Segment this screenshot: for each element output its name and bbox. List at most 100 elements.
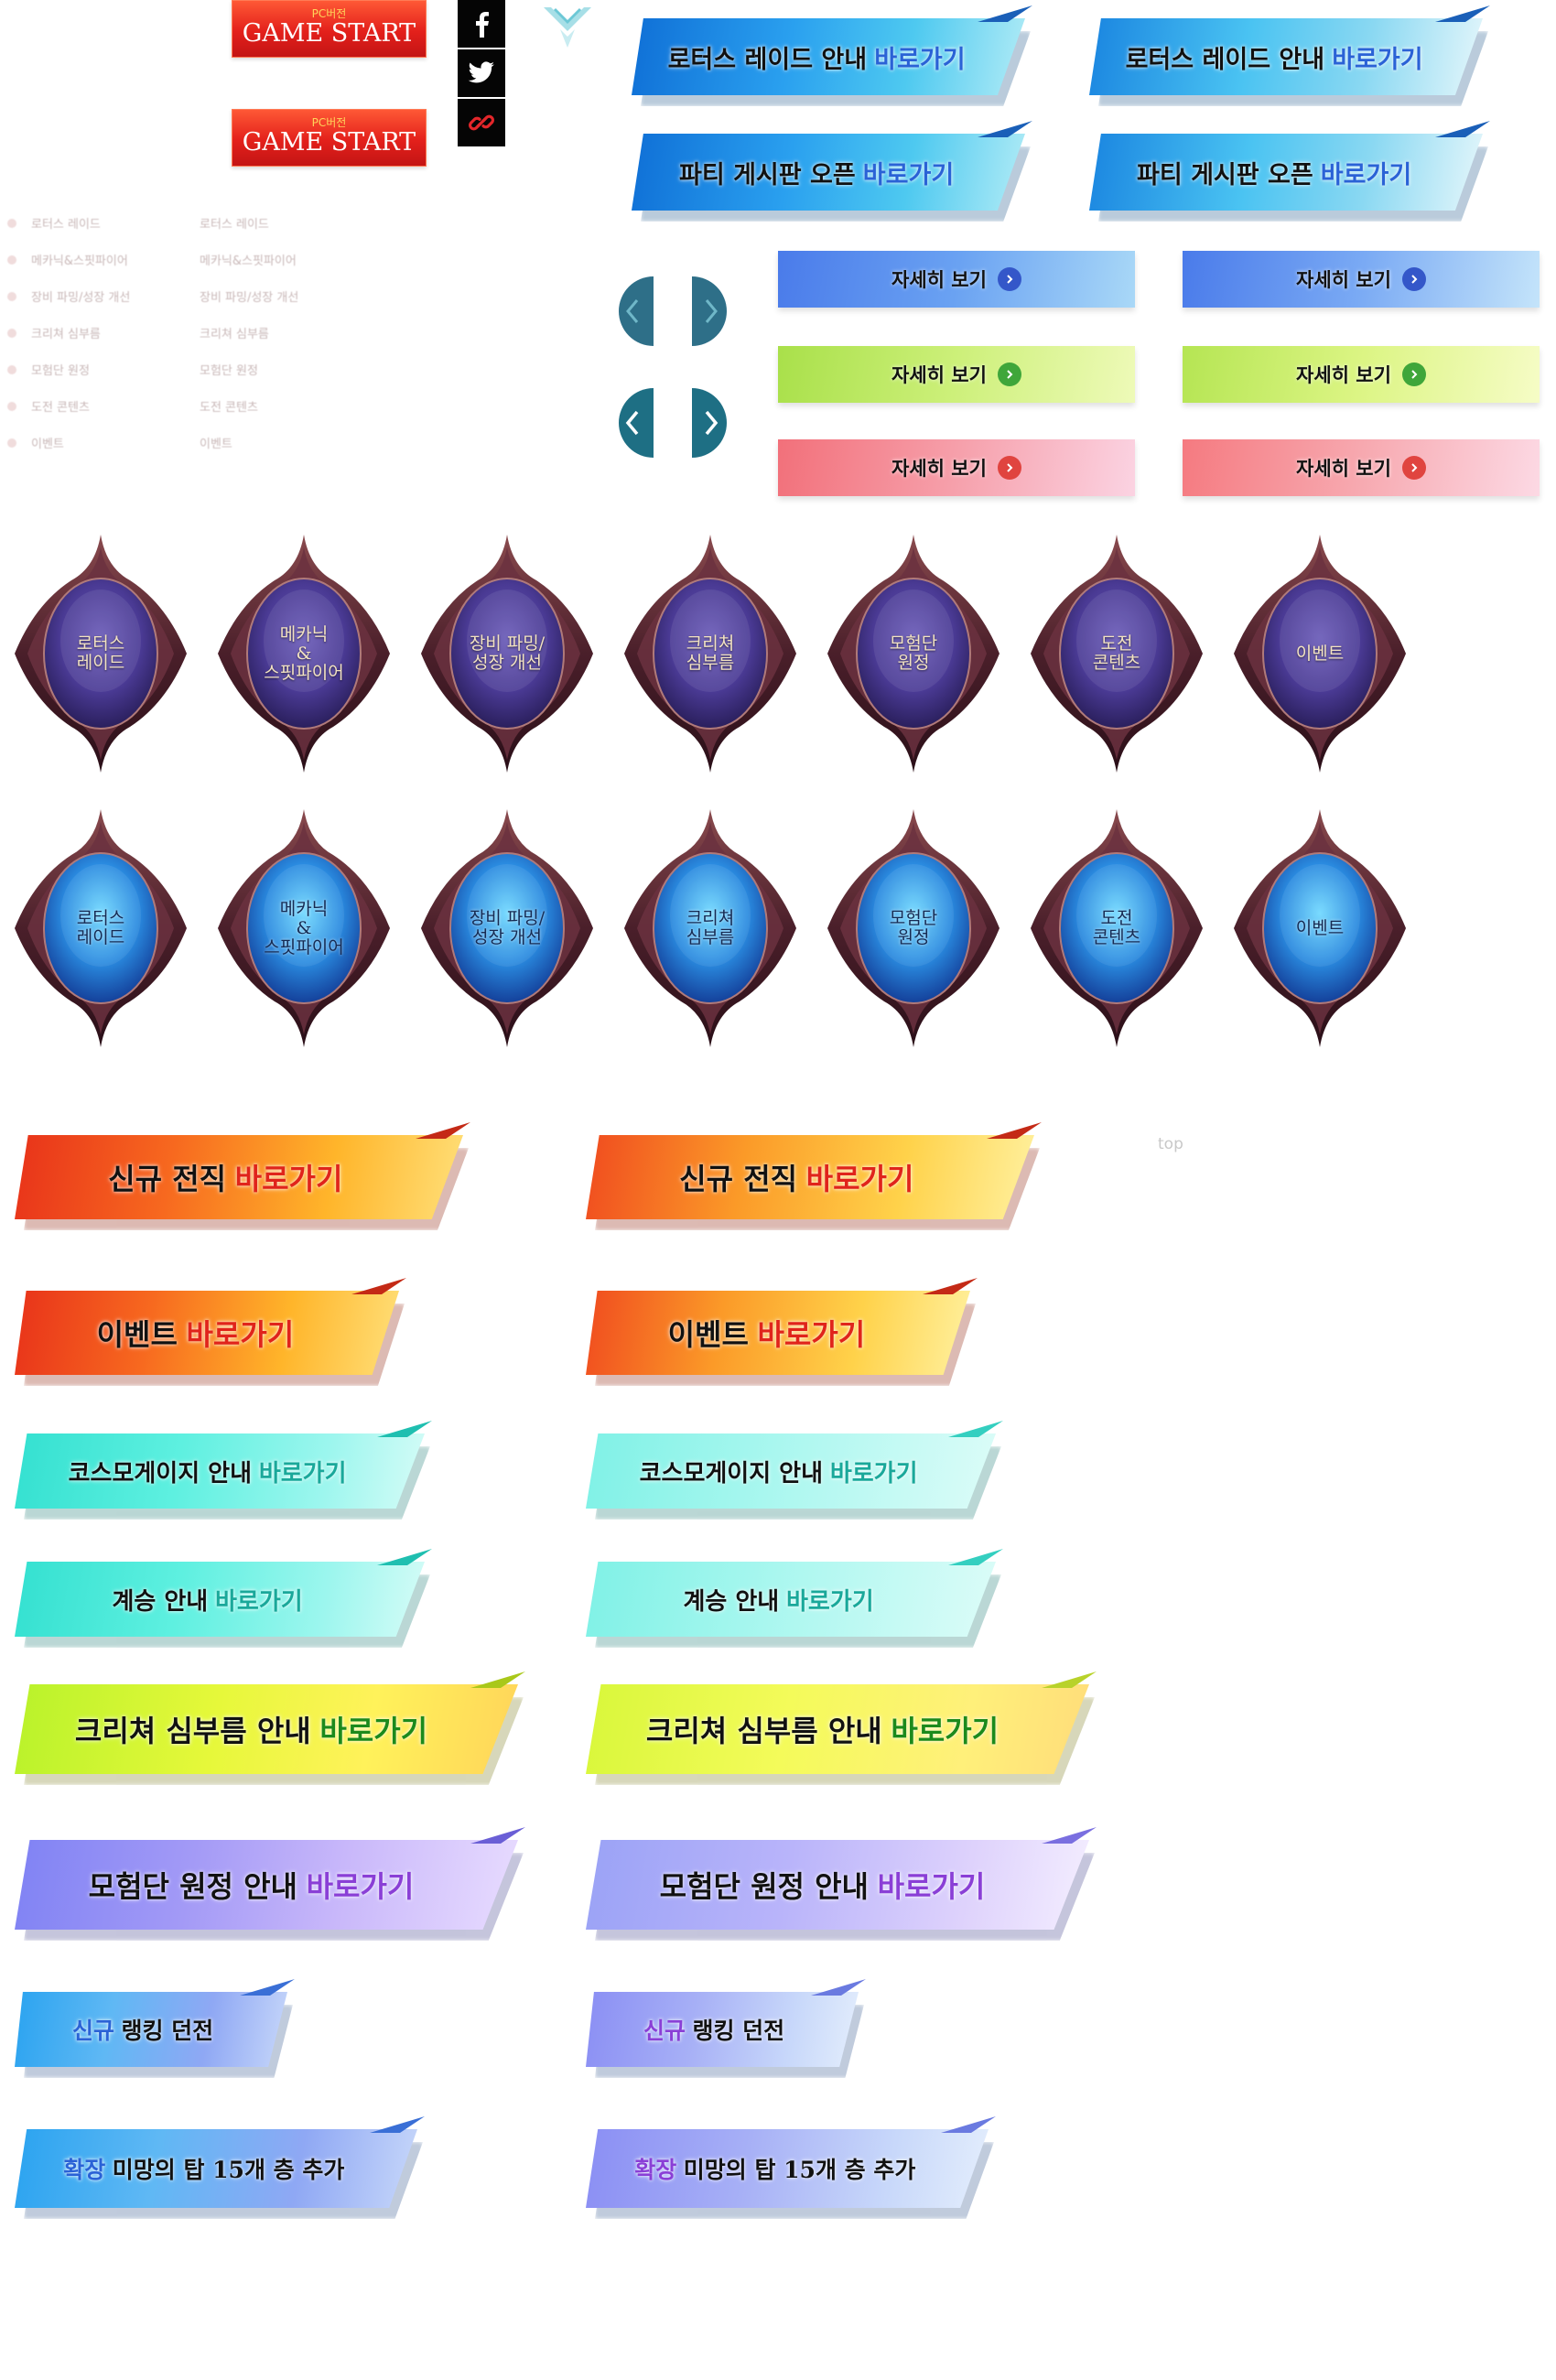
- menu-bullet: [7, 329, 16, 338]
- banner-highlight: 바로가기: [258, 1459, 347, 1488]
- banner-highlight: 바로가기: [829, 1459, 918, 1488]
- banner-text: 코스모게이지 안내: [68, 1459, 253, 1488]
- gem-button-active-2[interactable]: 메카닉 & 스핏파이어: [214, 806, 394, 1051]
- banner-text: 신규 전직: [679, 1162, 798, 1196]
- detail-button-pink-2[interactable]: 자세히 보기: [1183, 439, 1540, 496]
- banner-highlight: 바로가기: [785, 1587, 874, 1616]
- detail-button-blue-1[interactable]: 자세히 보기: [778, 251, 1135, 308]
- detail-button-pink-1[interactable]: 자세히 보기: [778, 439, 1135, 496]
- gem-button-active-1[interactable]: 로터스 레이드: [11, 806, 190, 1051]
- banner-highlight: 바로가기: [234, 1162, 343, 1196]
- prev-arrow-button[interactable]: [613, 276, 654, 346]
- banner-highlight: 바로가기: [877, 1869, 986, 1904]
- gem-button-active-3[interactable]: 장비 파밍/ 성장 개선: [417, 806, 597, 1051]
- gem-button-4[interactable]: 크리쳐 심부름: [621, 531, 800, 776]
- side-menu-item[interactable]: 장비 파밍/성장 개선: [200, 291, 299, 305]
- side-menu-item[interactable]: 메카닉&스핏파이어: [200, 254, 297, 268]
- detail-button-green-1[interactable]: 자세히 보기: [778, 346, 1135, 403]
- side-menu-item[interactable]: 크리쳐 심부름: [200, 328, 269, 341]
- next-arrow-button-active[interactable]: [692, 388, 732, 458]
- gem-label: 이벤트: [1295, 643, 1345, 664]
- gem-label: 로터스 레이드: [76, 633, 125, 673]
- gem-label: 메카닉 & 스핏파이어: [264, 898, 344, 957]
- menu-bullet: [7, 292, 16, 301]
- gem-button-active-7[interactable]: 이벤트: [1230, 806, 1410, 1051]
- gem-button-2[interactable]: 메카닉 & 스핏파이어: [214, 531, 394, 776]
- arrow-right-icon: [997, 362, 1021, 386]
- banner-text: 미망의 탑 15개 층 추가: [683, 2157, 916, 2183]
- banner-highlight: 확장: [63, 2157, 106, 2183]
- scroll-down-chevron-icon[interactable]: [540, 0, 595, 51]
- banner-highlight: 바로가기: [306, 1869, 415, 1904]
- link-icon: [469, 114, 494, 131]
- gem-label: 크리쳐 심부름: [686, 633, 735, 673]
- purple-gem-icon: [624, 535, 796, 773]
- detail-button-green-2[interactable]: 자세히 보기: [1183, 346, 1540, 403]
- prev-arrow-button-active[interactable]: [613, 388, 654, 458]
- gem-button-1[interactable]: 로터스 레이드: [11, 531, 190, 776]
- gem-label: 크리쳐 심부름: [686, 908, 735, 947]
- gem-button-5[interactable]: 모험단 원정: [824, 531, 1003, 776]
- banner-text: 크리쳐 심부름 안내: [645, 1714, 882, 1748]
- side-menu-item[interactable]: 이벤트: [200, 438, 232, 451]
- link-copy-button[interactable]: [458, 99, 505, 146]
- purple-gem-icon: [827, 535, 1000, 773]
- banner-highlight: 확장: [634, 2157, 677, 2183]
- gem-button-active-6[interactable]: 도전 콘텐츠: [1027, 806, 1206, 1051]
- game-start-button-1[interactable]: PC버전 GAME START: [232, 0, 427, 58]
- banner-highlight: 바로가기: [757, 1317, 866, 1352]
- side-menu-item[interactable]: 로터스 레이드: [200, 218, 269, 232]
- side-menu-item[interactable]: 모험단 원정: [200, 364, 258, 378]
- banner-text: 모험단 원정 안내: [659, 1869, 869, 1904]
- gem-button-7[interactable]: 이벤트: [1230, 531, 1410, 776]
- gem-label: 모험단 원정: [889, 633, 938, 673]
- gem-button-active-4[interactable]: 크리쳐 심부름: [621, 806, 800, 1051]
- blue-gem-icon: [1031, 809, 1203, 1047]
- blue-gem-icon: [1234, 809, 1406, 1047]
- side-menu-item[interactable]: 도전 콘텐츠: [200, 401, 258, 415]
- game-start-button-2[interactable]: PC버전 GAME START: [232, 109, 427, 167]
- gem-button-3[interactable]: 장비 파밍/ 성장 개선: [417, 531, 597, 776]
- top-link[interactable]: top: [1158, 1135, 1183, 1153]
- banner-highlight: 바로가기: [805, 1162, 914, 1196]
- banner-highlight: 신규: [71, 2018, 114, 2044]
- purple-gem-icon: [1234, 535, 1406, 773]
- gem-button-active-5[interactable]: 모험단 원정: [824, 806, 1003, 1051]
- gem-button-6[interactable]: 도전 콘텐츠: [1027, 531, 1206, 776]
- detail-button-blue-2[interactable]: 자세히 보기: [1183, 251, 1540, 308]
- next-arrow-button[interactable]: [692, 276, 732, 346]
- banner-highlight: 신규: [643, 2018, 686, 2044]
- banner-text: 미망의 탑 15개 층 추가: [112, 2157, 345, 2183]
- twitter-share-button[interactable]: [458, 49, 505, 97]
- banner-text: 랭킹 던전: [692, 2018, 785, 2044]
- blue-gem-icon: [827, 809, 1000, 1047]
- blue-gem-icon: [15, 809, 187, 1047]
- menu-bullet: [7, 402, 16, 411]
- facebook-share-button[interactable]: [458, 0, 505, 48]
- banner-text: 계승 안내: [683, 1587, 780, 1616]
- game-start-sub-label: PC버전: [311, 7, 347, 20]
- game-start-label: GAME START: [242, 128, 416, 157]
- arrow-right-icon: [997, 267, 1021, 291]
- arrow-right-icon: [1401, 456, 1426, 480]
